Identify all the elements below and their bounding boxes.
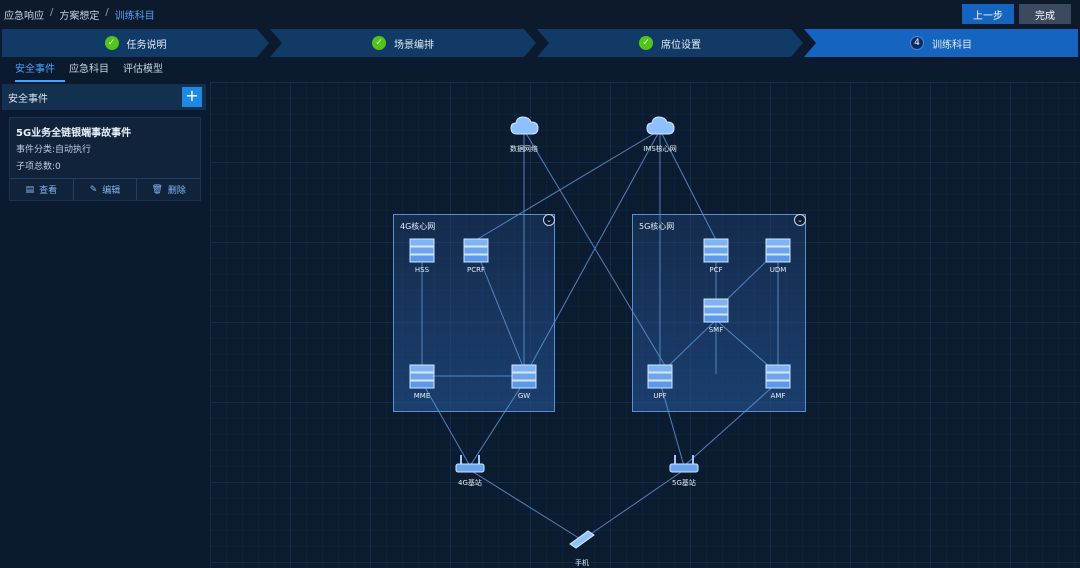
node-label-4g-base: 4G基站 [458,479,482,487]
node-label-hss: HSS [414,266,430,274]
step-number-badge: 4 [910,36,924,50]
topology-canvas[interactable]: 4G核心网 ⌄ 5G核心网 ⌄ [210,82,1080,568]
group-title-5g: 5G核心网 [639,222,675,231]
breadcrumb-separator: / [50,7,54,18]
router-icon[interactable] [454,452,486,474]
tab-evaluation-model[interactable]: 评估模型 [123,64,163,75]
edit-label: 编辑 [102,186,121,196]
node-label-mme: MME [413,392,431,400]
step-label: 场景编排 [394,39,434,51]
server-icon[interactable] [646,363,674,389]
add-event-button[interactable]: + [182,87,202,107]
step-progress: ✓ 任务说明 ✓ 场景编排 ✓ 席位设置 4 训练科目 [2,29,1078,57]
phone-icon[interactable] [566,528,598,550]
event-category: 事件分类:自动执行 [16,145,92,155]
node-label-pcf: PCF [709,266,723,274]
node-label-udm: UDM [769,266,787,274]
server-icon[interactable] [462,237,490,263]
tab-security-events[interactable]: 安全事件 [15,58,65,82]
card-actions: ▤ 查看 ✎ 编辑 🗑 删除 [10,178,200,200]
step-label: 席位设置 [661,39,701,51]
event-title: 5G业务全链银端事故事件 [16,128,132,139]
node-label-ims: IMS核心网 [643,145,677,153]
server-icon[interactable] [408,363,436,389]
router-icon[interactable] [668,452,700,474]
edit-icon: ✎ [89,184,98,195]
left-panel-tabs: 安全事件 应急科目 评估模型 [0,58,208,82]
server-icon[interactable] [764,237,792,263]
delete-label: 删除 [167,186,186,196]
check-circle-icon: ✓ [639,36,653,50]
breadcrumb-item-plan[interactable]: 方案想定 [59,11,100,22]
panel-title: 安全事件 [8,93,48,105]
edit-button[interactable]: ✎ 编辑 [74,179,138,200]
group-title-4g: 4G核心网 [400,222,436,231]
node-label-upf: UPF [653,392,667,400]
topology-links [421,129,779,541]
node-label-pcrf: PCRF [467,266,485,274]
check-circle-icon: ✓ [372,36,386,50]
breadcrumb-item-current: 训练科目 [114,11,155,22]
trash-icon: 🗑 [151,184,163,195]
step-task-description[interactable]: ✓ 任务说明 [2,29,269,57]
node-label-amf: AMF [770,392,786,400]
step-arrows-background [2,29,1078,57]
tab-emergency-subjects[interactable]: 应急科目 [69,64,109,75]
view-label: 查看 [39,186,58,196]
server-icon[interactable] [510,363,538,389]
step-training-subjects[interactable]: 4 训练科目 [804,29,1078,57]
step-arrow-2 [270,29,536,57]
step-label: 训练科目 [932,39,972,51]
delete-button[interactable]: 🗑 删除 [137,179,200,200]
breadcrumb: 应急响应 / 方案想定 / 训练科目 [4,7,155,22]
document-icon: ▤ [25,184,35,195]
node-label-smf: SMF [708,326,724,334]
done-button[interactable]: 完成 [1019,4,1071,24]
panel-header: 安全事件 + [2,84,206,110]
server-icon[interactable] [764,363,792,389]
top-bar: 应急响应 / 方案想定 / 训练科目 上一步 完成 [0,0,1080,28]
node-label-phone: 手机 [575,559,589,567]
cloud-icon[interactable] [646,114,676,136]
breadcrumb-separator: / [105,7,109,18]
chevron-down-icon[interactable]: ⌄ [543,214,555,226]
step-seat-settings[interactable]: ✓ 席位设置 [537,29,803,57]
step-arrow-1 [2,29,269,57]
server-icon[interactable] [702,297,730,323]
breadcrumb-item-emergency[interactable]: 应急响应 [4,11,44,22]
prev-step-button[interactable]: 上一步 [962,4,1014,24]
check-circle-icon: ✓ [104,36,119,50]
event-card[interactable]: 5G业务全链银端事故事件 事件分类:自动执行 子项总数:0 ▤ 查看 ✎ 编辑 … [9,117,201,201]
node-label-gw: GW [517,392,531,400]
chevron-down-icon[interactable]: ⌄ [794,214,806,226]
server-icon[interactable] [702,237,730,263]
node-label-5g-base: 5G基站 [672,479,696,487]
node-label-internet: 数据网络 [510,145,538,153]
server-icon[interactable] [408,237,436,263]
view-button[interactable]: ▤ 查看 [10,179,74,200]
step-scene-orchestration[interactable]: ✓ 场景编排 [270,29,536,57]
cloud-icon[interactable] [510,114,540,136]
step-arrow-3 [537,29,803,57]
event-item-count: 子项总数:0 [16,162,61,172]
step-arrow-4 [804,29,1078,57]
step-label: 任务说明 [126,39,167,51]
